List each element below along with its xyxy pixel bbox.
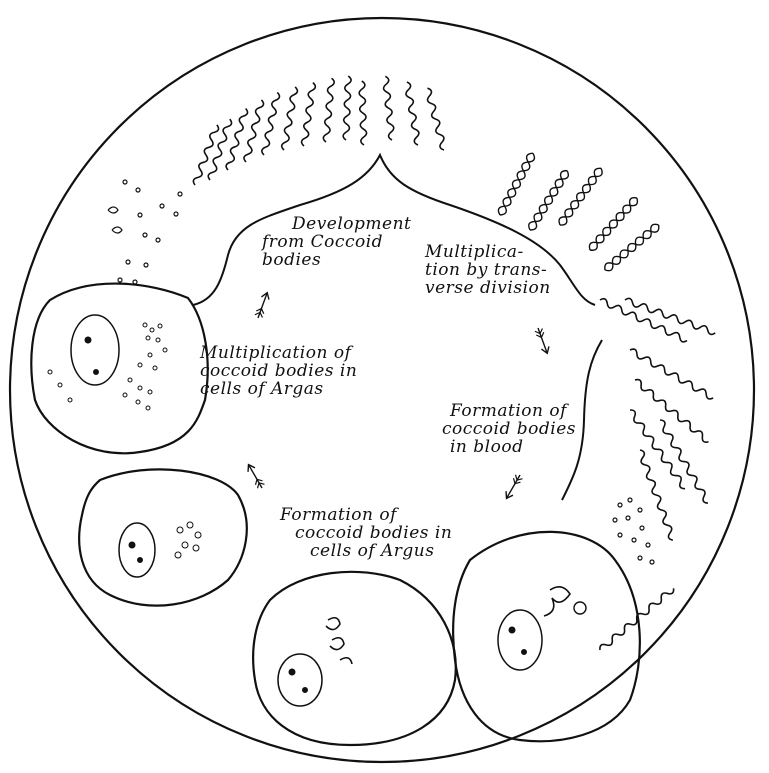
label-formation-blood-line-3: in blood: [450, 438, 576, 456]
label-formation-blood-line-2: coccoid bodies: [442, 420, 576, 438]
label-formation-blood: Formation of coccoid bodies in blood: [450, 402, 576, 456]
label-development-line-1: Development: [292, 215, 411, 233]
label-development-line-3: bodies: [262, 251, 411, 269]
label-formation-blood-line-1: Formation of: [450, 402, 576, 420]
label-formation-argus-line-2: coccoid bodies in: [295, 524, 452, 542]
label-formation-argus: Formation of coccoid bodies in cells of …: [280, 506, 452, 560]
coccoid-bodies-upper-left: [108, 180, 182, 284]
label-multiplication-argas: Multiplication of coccoid bodies in cell…: [200, 344, 357, 398]
label-multiplication-line-2: tion by trans-: [425, 261, 551, 279]
label-development-line-2: from Coccoid: [262, 233, 411, 251]
label-formation-argus-line-3: cells of Argus: [310, 542, 452, 560]
label-multiplication-line-3: verse division: [425, 279, 551, 297]
arrow-to-multiplication: [534, 327, 551, 355]
coccoid-bodies-blood: [613, 498, 654, 564]
label-multiplication-argas-line-1: Multiplication of: [200, 344, 357, 362]
arrow-to-argas: [245, 463, 265, 490]
spirochaete-fan-top: [192, 76, 447, 186]
spirochaete-fan-right: [598, 297, 716, 652]
label-multiplication-argas-line-3: cells of Argas: [200, 380, 357, 398]
arrow-to-development: [254, 291, 271, 319]
argus-cell-bottom: [253, 572, 456, 745]
label-multiplication-transverse: Multiplica- tion by trans- verse divisio…: [425, 243, 551, 297]
arrow-to-blood: [503, 473, 523, 500]
argas-cell-middle: [79, 469, 247, 605]
label-development: Development from Coccoid bodies: [292, 215, 411, 269]
label-multiplication-line-1: Multiplica-: [425, 243, 551, 261]
argas-cell-upper: [31, 284, 207, 454]
label-formation-argus-line-1: Formation of: [280, 506, 452, 524]
label-multiplication-argas-line-2: coccoid bodies in: [200, 362, 357, 380]
